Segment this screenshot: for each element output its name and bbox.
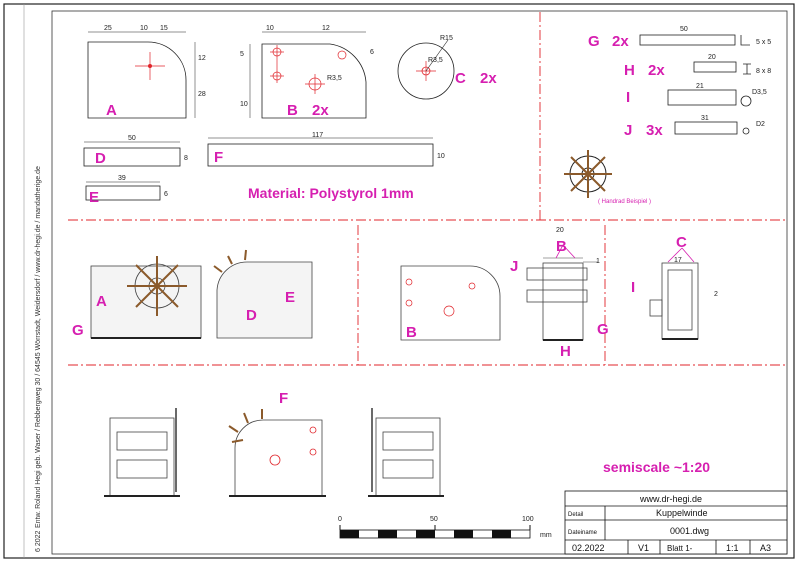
dim-e-6: 6: [164, 191, 168, 198]
dim-a-28: 28: [198, 91, 206, 98]
section-lines: [68, 12, 785, 366]
label-c-qty: 2x: [480, 70, 497, 87]
part-c-drawing: [397, 39, 455, 100]
assembly-label-d: D: [246, 307, 257, 324]
dim-a-25: 25: [104, 25, 112, 32]
part-a-drawing: [87, 31, 196, 119]
strip-drawings: [83, 137, 434, 201]
label-j-qty: 3x: [646, 122, 663, 139]
view-row3-right: [368, 408, 444, 497]
dim-g-prof: 5 x 5: [756, 39, 771, 46]
label-b-qty: 2x: [312, 102, 329, 119]
dim-b-12: 12: [322, 25, 330, 32]
assembly-part-b: [400, 265, 501, 341]
side-label-j: J: [510, 258, 518, 275]
dim-i-21: 21: [696, 83, 704, 90]
tb-format: A3: [760, 543, 771, 553]
inner-frame: [51, 10, 788, 555]
label-a: A: [106, 102, 117, 119]
dim-j-31: 31: [701, 115, 709, 122]
tb-scale: 1:1: [726, 543, 739, 553]
tb-detail-value: Kuppelwinde: [656, 508, 708, 518]
label-f: F: [214, 149, 223, 166]
title-block: [564, 490, 788, 555]
label-c: C: [455, 70, 466, 87]
handwheel-note: ( Handrad Beispiel ): [598, 199, 651, 205]
assembly-label-a: A: [96, 293, 107, 310]
assembly-label-b: B: [406, 324, 417, 341]
dim-a-10: 10: [140, 25, 148, 32]
dim-a-15: 15: [160, 25, 168, 32]
dim-g-50: 50: [680, 26, 688, 33]
assembly-right-view: [649, 247, 699, 340]
tb-date: 02.2022: [572, 543, 605, 553]
tb-file-value: 0001.dwg: [670, 526, 709, 536]
label-h: H: [624, 62, 635, 79]
dim-f-117: 117: [312, 132, 323, 139]
scale-100: 100: [522, 516, 534, 523]
dim-f-10: 10: [437, 153, 445, 160]
tb-website: www.dr-hegi.de: [639, 494, 702, 504]
profile-parts: [639, 34, 752, 135]
tb-sheet: Blatt 1-: [667, 544, 693, 553]
dim-c-r1: R15: [440, 35, 453, 42]
side-label-b: B: [556, 238, 567, 255]
dim-b-10: 10: [266, 25, 274, 32]
dim-d-8: 8: [184, 155, 188, 162]
dim-e-39: 39: [118, 175, 126, 182]
tb-detail-label: Detail: [568, 512, 583, 518]
right-label-c: C: [676, 234, 687, 251]
label-j: J: [624, 122, 632, 139]
dim-b-6: 6: [370, 49, 374, 56]
dim-c-r2: R3,5: [428, 57, 443, 64]
tb-file-label: Dateiname: [568, 530, 598, 536]
side-year: 6 2022: [35, 530, 42, 552]
dim-b-2: 10: [240, 101, 248, 108]
right-label-i: I: [631, 279, 635, 296]
dim-b-r: R3,5: [327, 75, 342, 82]
scale-0: 0: [338, 516, 342, 523]
material-note: Material: Polystyrol 1mm: [248, 185, 414, 201]
dim-j-d: D2: [756, 121, 765, 128]
assembly-label-g: G: [72, 322, 84, 339]
dim-h-prof: 8 x 8: [756, 68, 771, 75]
view-row3-left: [104, 408, 180, 497]
assembly-side-view: [526, 244, 598, 341]
assembly-front-view: [90, 249, 313, 339]
label-d: D: [95, 150, 106, 167]
dim-side-17: 17: [674, 257, 682, 264]
dim-i-d: D3,5: [752, 89, 767, 96]
label-b: B: [287, 102, 298, 119]
part-b-drawing: [249, 31, 367, 119]
label-g-qty: 2x: [612, 33, 629, 50]
dim-b-5: 5: [240, 51, 244, 58]
scale-note: semiscale ~1:20: [603, 459, 710, 475]
row3-label-f: F: [279, 390, 288, 407]
dim-side-20: 20: [556, 227, 564, 234]
dim-side-2: 2: [714, 291, 718, 298]
scale-50: 50: [430, 516, 438, 523]
dim-a-12: 12: [198, 55, 206, 62]
view-row3-middle: [228, 409, 326, 497]
assembly-label-e: E: [285, 289, 295, 306]
label-h-qty: 2x: [648, 62, 665, 79]
label-g: G: [588, 33, 600, 50]
scale-unit: mm: [540, 532, 552, 539]
side-label-g: G: [597, 321, 609, 338]
side-text: Entw. Roland Hegi geb. Waser / Rebbergwe…: [35, 166, 42, 528]
dim-h-20: 20: [708, 54, 716, 61]
scale-bar: [339, 525, 531, 539]
label-i: I: [626, 89, 630, 106]
label-e: E: [89, 189, 99, 206]
side-label-h: H: [560, 343, 571, 360]
dim-side-1: 1: [596, 258, 600, 265]
tb-version: V1: [638, 543, 649, 553]
dim-d-50: 50: [128, 135, 136, 142]
handwheel-example: [564, 150, 612, 198]
